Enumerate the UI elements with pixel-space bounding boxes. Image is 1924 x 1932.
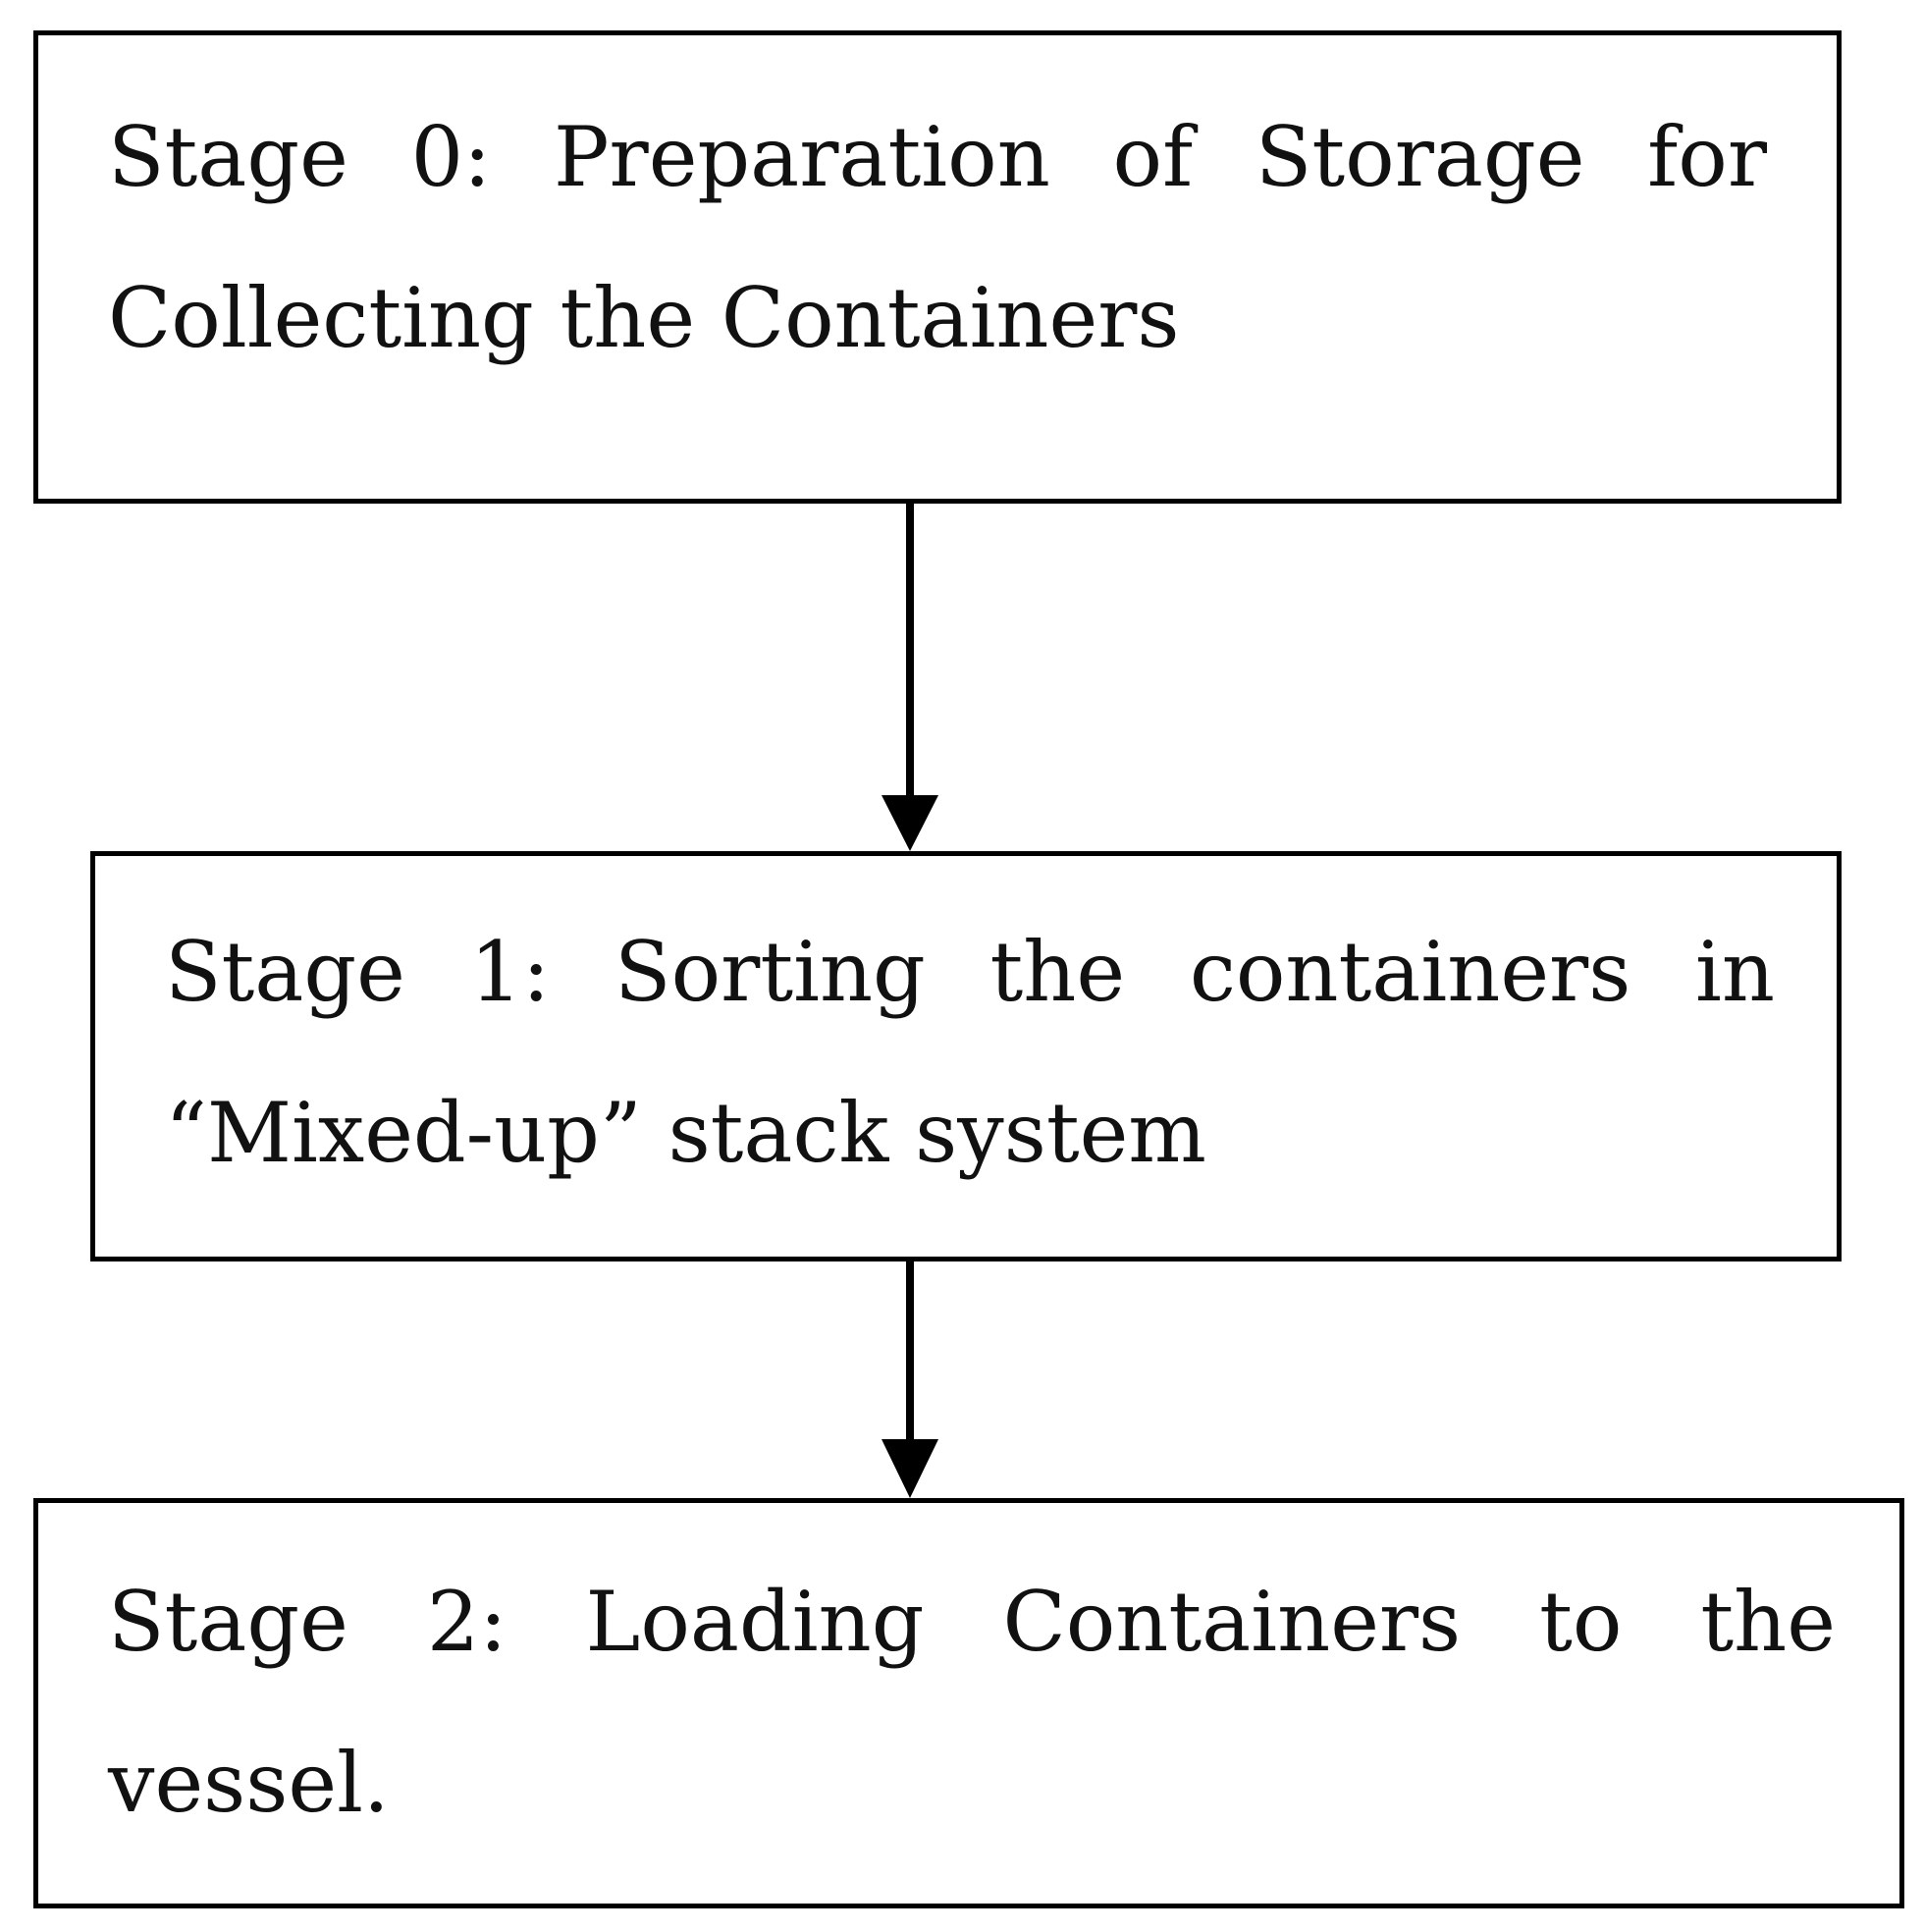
stage-1-box	[90, 851, 1842, 1261]
stage-2-label: Stage 2: Loading Containers to the vesse…	[108, 1574, 1836, 1831]
stage-2-box	[33, 1498, 1904, 1908]
arrow-stage-0-to-1-head	[882, 795, 938, 851]
stage-1-label: Stage 1: Sorting the containers in “Mixe…	[165, 924, 1775, 1181]
stage-0-box	[33, 30, 1842, 504]
stage-0-label: Stage 0: Preparation of Storage for Coll…	[108, 109, 1767, 366]
arrow-stage-1-to-2-head	[882, 1439, 938, 1498]
